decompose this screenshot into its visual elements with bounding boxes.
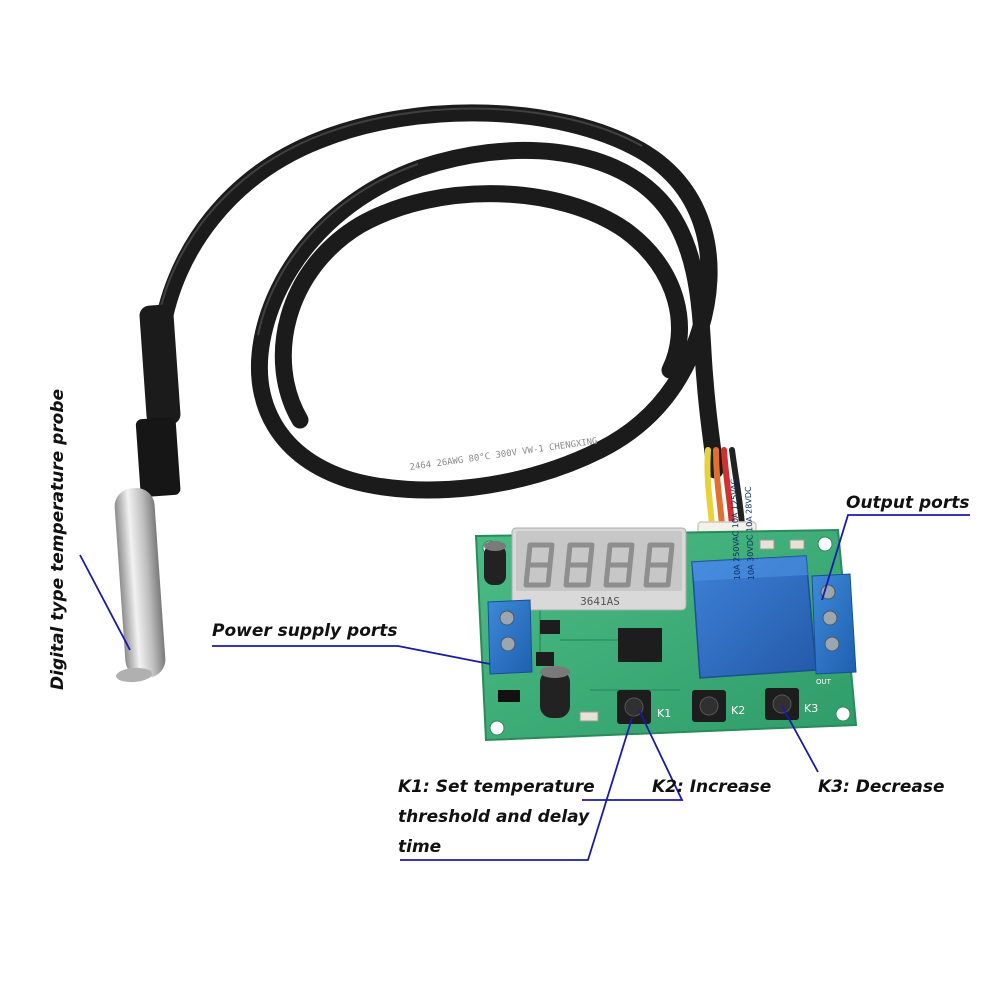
leader-k2 (582, 709, 684, 801)
leader-probe (79, 554, 131, 651)
power-callout: Power supply ports (212, 621, 398, 641)
output-terminal-block: OUT (811, 573, 857, 686)
capacitors (484, 541, 570, 718)
k1-callout-line-3: time (398, 837, 442, 857)
leader-k3 (781, 705, 819, 773)
k1-callout: K1: Set temperature threshold and delay … (398, 772, 595, 862)
out-label: OUT (816, 678, 832, 686)
button-k1-silkscreen: K1 (657, 707, 671, 720)
k1-callout-line-1: K1: Set temperature (398, 777, 595, 797)
leader-k1 (400, 717, 633, 861)
k1-callout-line-2: threshold and delay (398, 807, 590, 827)
temperature-probe (114, 304, 181, 683)
button-k2-silkscreen: K2 (731, 704, 745, 717)
power-terminal-block (487, 599, 533, 675)
tactile-buttons: K1 K2 K3 (617, 688, 818, 724)
leader-output (821, 514, 970, 601)
output-callout: Output ports (846, 493, 970, 513)
connector-wires (704, 447, 745, 528)
probe-cable (153, 104, 724, 499)
seven-segment-display: 3641AS (511, 527, 687, 611)
relay-rating-2: 10A 30VDC 10A 28VDC (744, 486, 756, 580)
leader-lines (79, 514, 970, 861)
chips (498, 539, 805, 722)
k3-callout: K3: Decrease (818, 777, 945, 797)
button-k2: K2 (692, 690, 745, 722)
k2-callout: K2: Increase (652, 777, 772, 797)
probe-callout: Digital type temperature probe (48, 388, 68, 690)
relay-rating-1: 10A 250VAC 10A 125VAC (729, 478, 742, 580)
button-k3: K3 (765, 688, 818, 720)
relay: 10A 250VAC 10A 125VAC 10A 30VDC 10A 28VD… (691, 478, 817, 679)
button-k3-silkscreen: K3 (804, 702, 818, 715)
display-part-number: 3641AS (580, 595, 620, 608)
leader-power (212, 645, 491, 665)
